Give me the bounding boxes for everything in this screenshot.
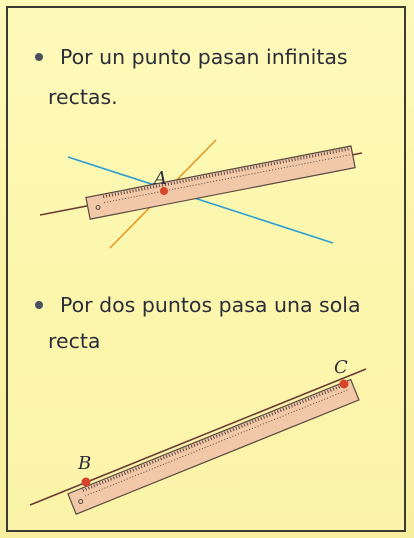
point-c: [339, 379, 349, 389]
statement-1-line-1: Por un punto pasan infinitas: [60, 45, 348, 69]
ruler-1: [85, 145, 356, 220]
point-c-label: C: [334, 357, 348, 378]
point-b-label: B: [77, 453, 91, 474]
statement-1-line-2: rectas.: [48, 85, 118, 109]
point-b: [81, 477, 91, 487]
bullet-icon: [35, 301, 43, 309]
blue-line: [67, 156, 334, 244]
bullet-icon: [35, 53, 43, 61]
point-a: [160, 187, 168, 195]
statement-2-line-1: Por dos puntos pasa una sola: [60, 293, 361, 317]
ruler-2: [67, 378, 360, 515]
statement-2-line-2: recta: [48, 329, 101, 353]
figure-two-points-line: B C: [29, 357, 367, 515]
point-a-label: A: [152, 168, 167, 189]
dark-line-2: [29, 368, 367, 506]
figure-infinite-lines: A: [39, 139, 363, 249]
